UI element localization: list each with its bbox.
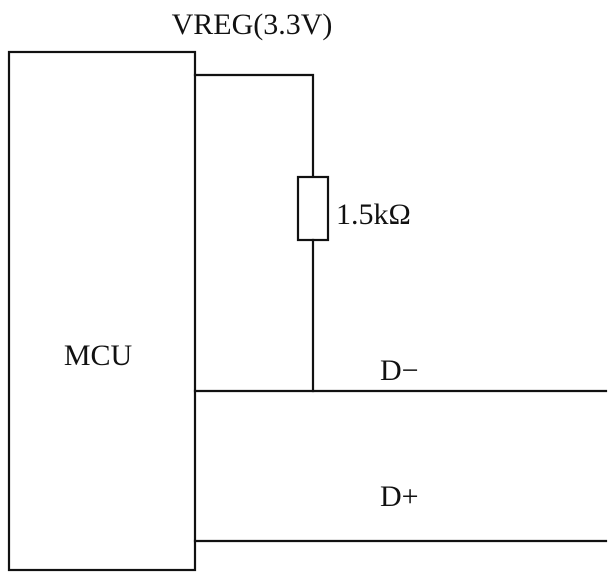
- d-plus-label: D+: [380, 480, 419, 513]
- supply-label: VREG(3.3V): [172, 8, 333, 41]
- mcu-label: MCU: [64, 339, 133, 372]
- pullup-resistor: [296, 175, 330, 242]
- mcu-block: [7, 50, 197, 572]
- vreg-wire: [193, 73, 315, 179]
- d-minus-label: D−: [380, 354, 419, 387]
- resistor-value-label: 1.5kΩ: [336, 198, 411, 231]
